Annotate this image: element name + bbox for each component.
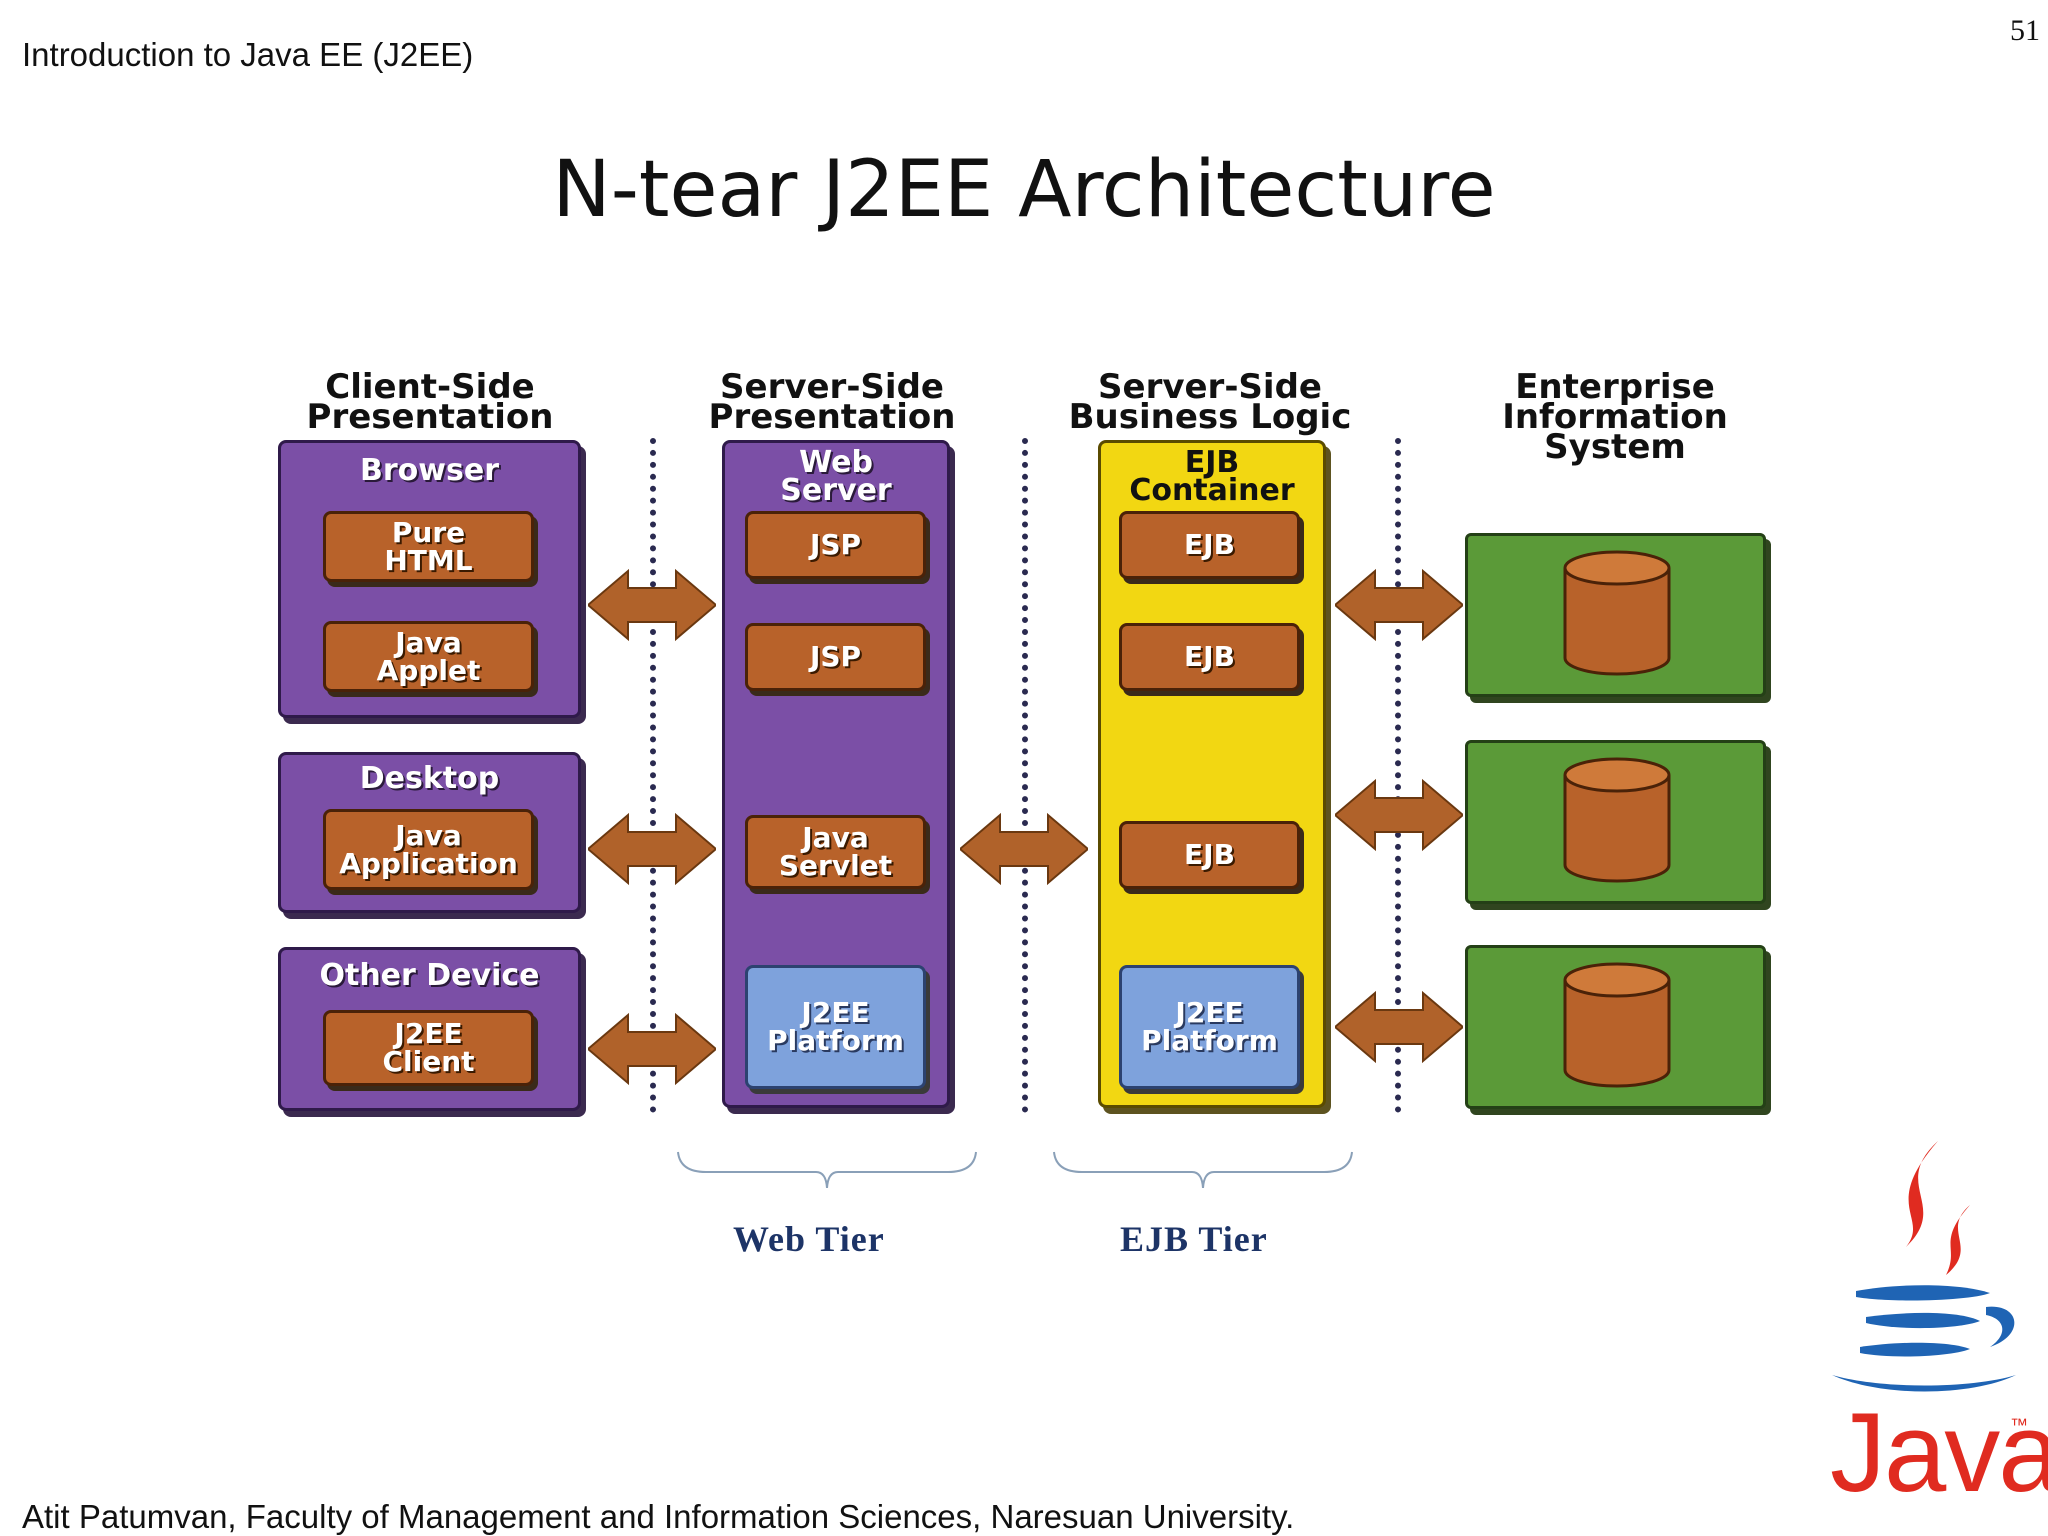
tier-separator <box>1022 438 1028 1113</box>
column-heading-client: Client-Side Presentation <box>306 367 554 437</box>
slide-footer: Atit Patumvan, Faculty of Management and… <box>22 1498 1295 1535</box>
double-arrow-icon <box>588 1012 716 1086</box>
page-number: 51 <box>2010 14 2040 47</box>
jsp-box: JSP <box>745 511 926 579</box>
java-wordmark: Java <box>1830 1390 2048 1515</box>
tier-separator <box>650 438 656 1113</box>
other-device-panel: Other Device J2EE Client <box>278 947 581 1111</box>
ejb-label: EJB <box>1184 838 1235 871</box>
double-arrow-icon <box>588 812 716 886</box>
ejb-container-panel: EJB Container EJB EJB EJB J2EE Platform <box>1098 440 1326 1108</box>
java-application-label: Java Application <box>339 818 518 880</box>
java-logo: Java ™ <box>1820 1135 2048 1530</box>
pure-html-box: Pure HTML <box>323 511 534 582</box>
column-heading-server-presentation: Server-Side Presentation <box>708 367 956 437</box>
column-heading-eis: Enterprise Information System <box>1502 367 1728 467</box>
web-j2ee-platform-label: J2EE Platform <box>767 996 904 1057</box>
java-cup-icon <box>1832 1141 2016 1392</box>
ejb-tier-brace <box>1053 1151 1353 1189</box>
java-applet-label: Java Applet <box>376 625 481 687</box>
web-server-panel: Web Server JSP JSP Java Servlet J2EE Pla… <box>722 440 950 1108</box>
tier-separator <box>1395 438 1401 1113</box>
double-arrow-icon <box>1335 990 1463 1064</box>
double-arrow-icon <box>960 812 1088 886</box>
eis-panel <box>1465 945 1766 1109</box>
java-servlet-label: Java Servlet <box>778 821 893 882</box>
java-application-box: Java Application <box>323 809 534 890</box>
web-tier-brace <box>677 1151 977 1189</box>
j2ee-client-box: J2EE Client <box>323 1010 534 1086</box>
double-arrow-icon <box>1335 778 1463 852</box>
browser-label: Browser <box>360 453 499 488</box>
slide-header: Introduction to Java EE (J2EE) <box>22 36 474 73</box>
ejb-tier-label: EJB Tier <box>1120 1219 1268 1259</box>
ejb-box: EJB <box>1119 623 1300 691</box>
desktop-panel: Desktop Java Application <box>278 752 581 913</box>
web-tier-label: Web Tier <box>733 1219 885 1259</box>
browser-panel: Browser Pure HTML Java Applet <box>278 440 581 718</box>
java-trademark: ™ <box>2010 1415 2028 1435</box>
column-heading-business-logic: Server-Side Business Logic <box>1068 367 1352 437</box>
jsp-label: JSP <box>809 640 862 673</box>
ejb-j2ee-platform-box: J2EE Platform <box>1119 965 1300 1089</box>
database-icon <box>1563 757 1671 883</box>
slide-title: N-tear J2EE Architecture <box>552 145 1496 235</box>
desktop-label: Desktop <box>359 761 500 796</box>
pure-html-label: Pure HTML <box>384 515 473 577</box>
jsp-box: JSP <box>745 623 926 691</box>
ejb-container-label: EJB Container <box>1129 445 1295 508</box>
java-applet-box: Java Applet <box>323 621 534 692</box>
ejb-box: EJB <box>1119 511 1300 579</box>
eis-panel <box>1465 533 1766 697</box>
double-arrow-icon <box>588 568 716 642</box>
jsp-label: JSP <box>809 528 862 561</box>
j2ee-client-label: J2EE Client <box>382 1017 475 1078</box>
ejb-label: EJB <box>1184 528 1235 561</box>
java-servlet-box: Java Servlet <box>745 815 926 889</box>
web-j2ee-platform-box: J2EE Platform <box>745 965 926 1089</box>
database-icon <box>1563 550 1671 676</box>
ejb-j2ee-platform-label: J2EE Platform <box>1141 996 1278 1057</box>
web-server-label: Web Server <box>780 445 892 508</box>
ejb-label: EJB <box>1184 640 1235 673</box>
ejb-box: EJB <box>1119 821 1300 889</box>
eis-panel <box>1465 740 1766 904</box>
other-device-label: Other Device <box>319 958 540 993</box>
double-arrow-icon <box>1335 568 1463 642</box>
database-icon <box>1563 962 1671 1088</box>
